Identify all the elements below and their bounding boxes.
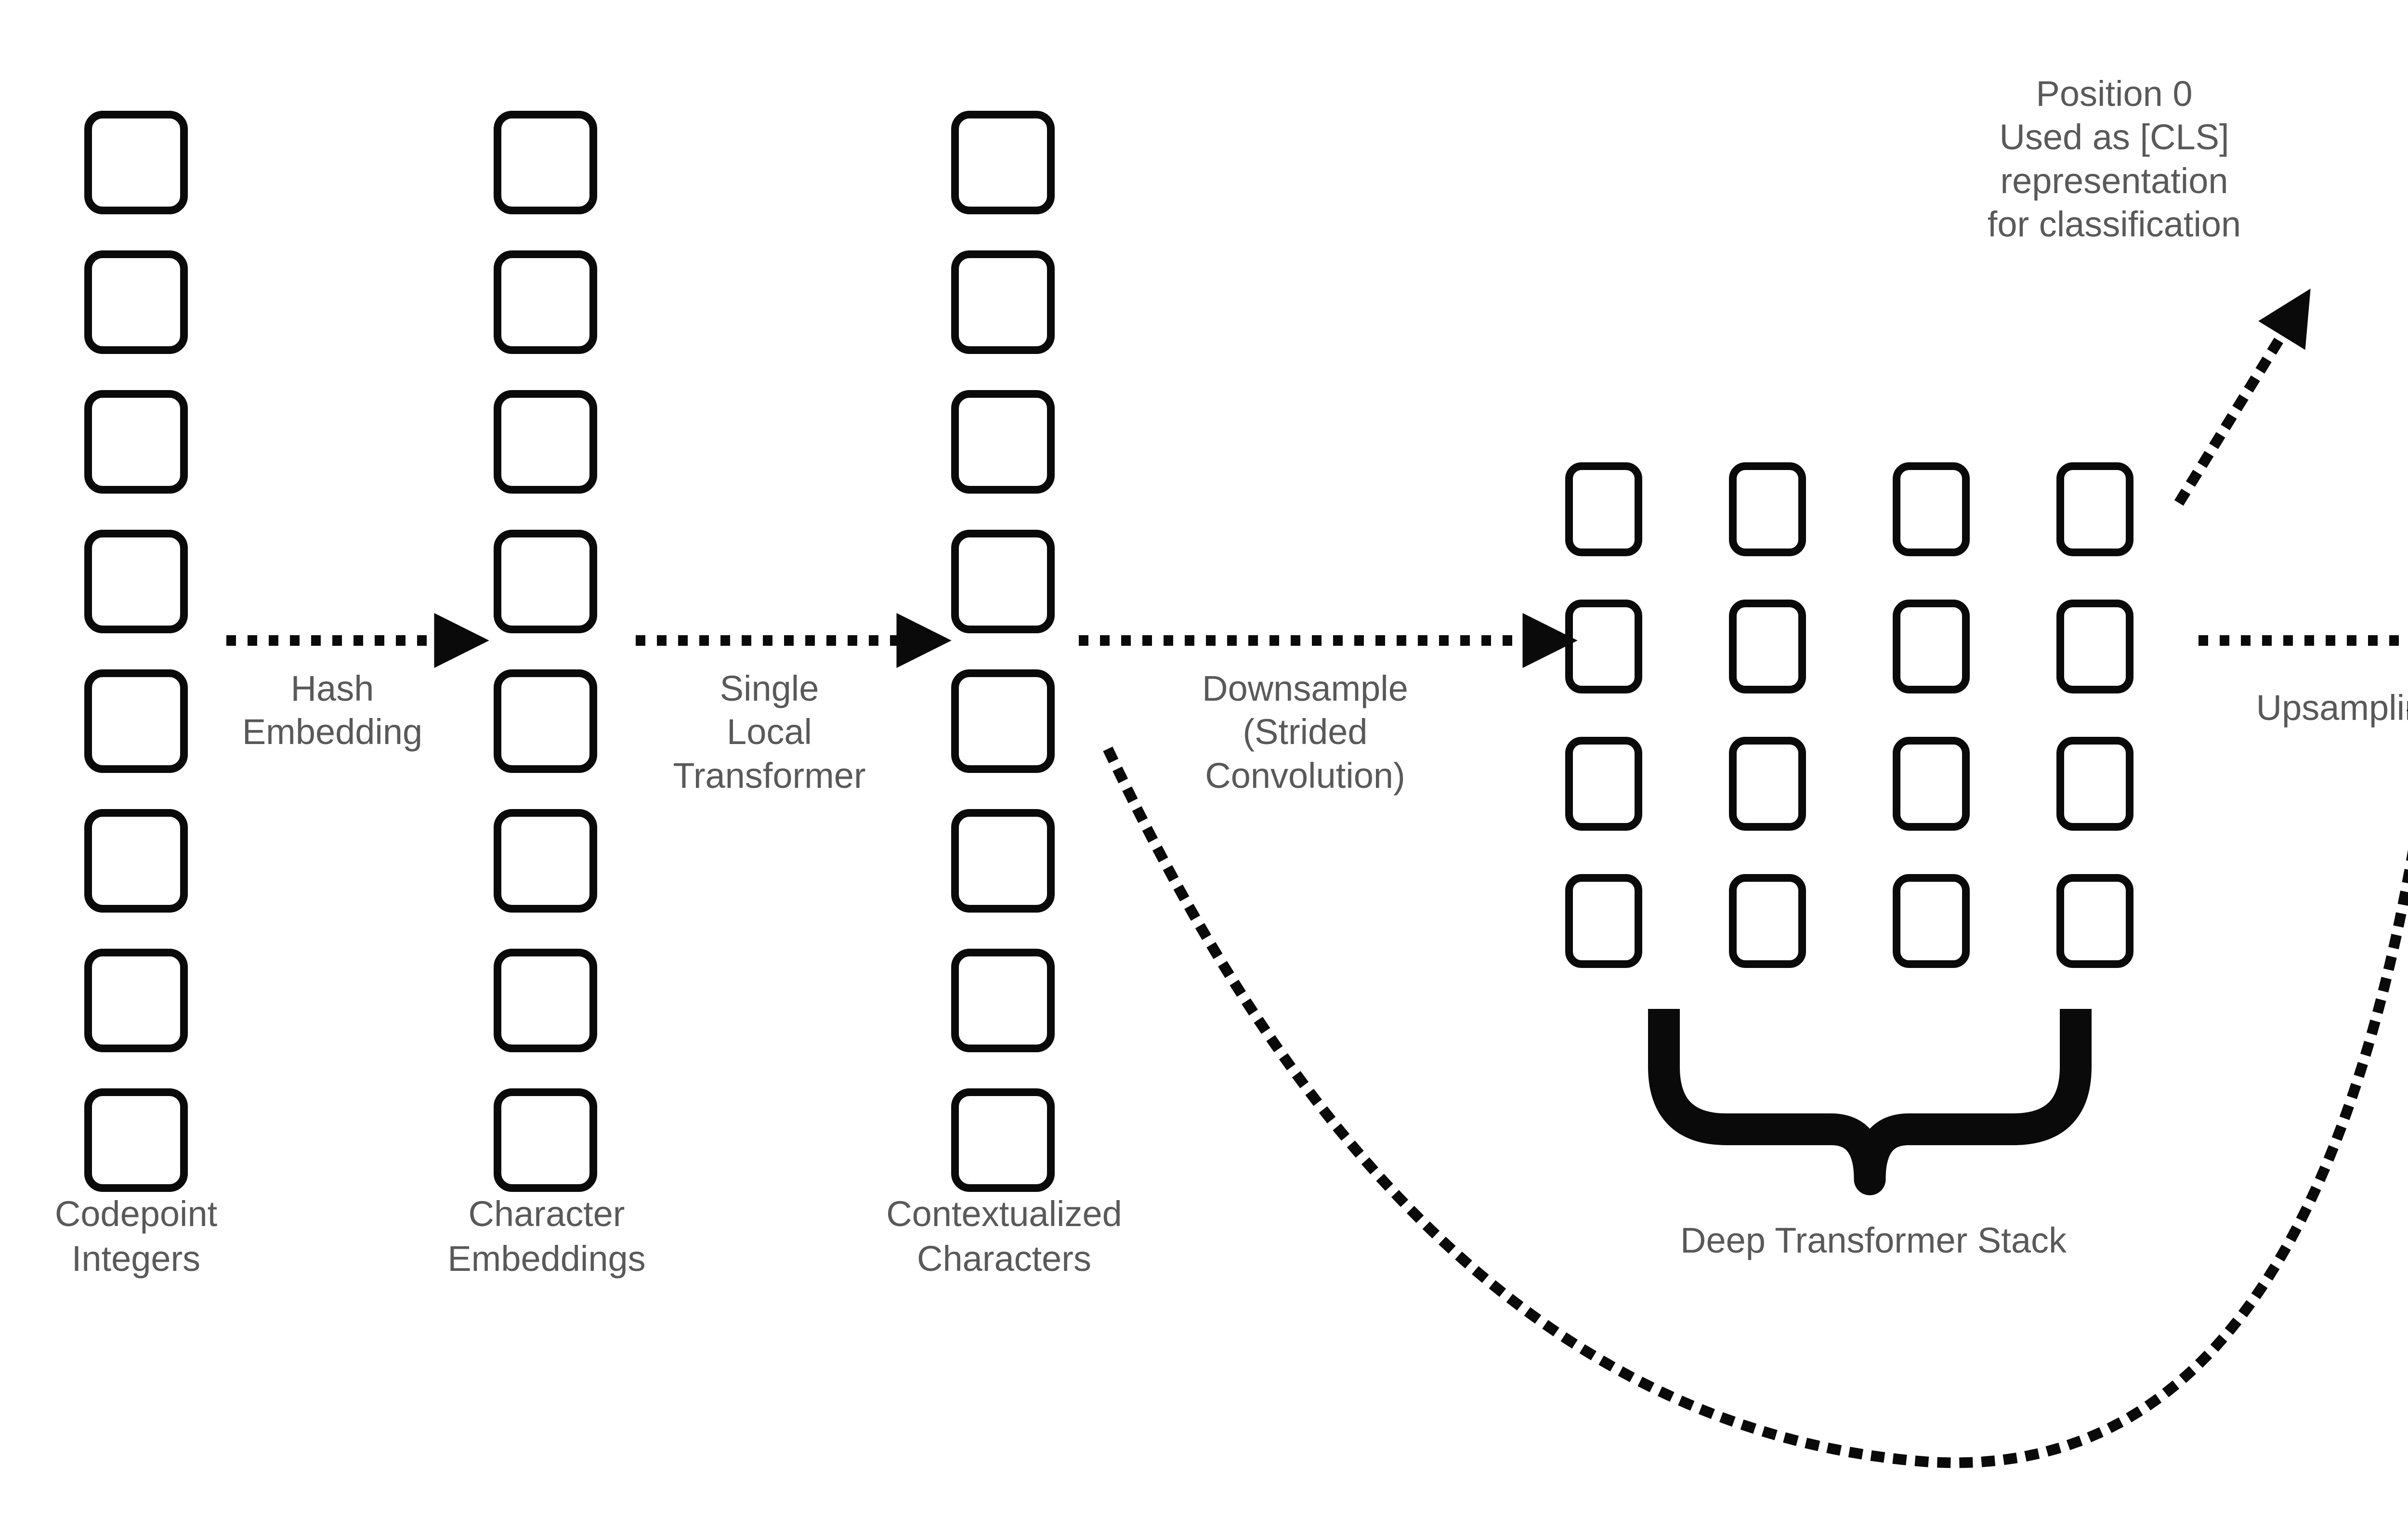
token-box (84, 111, 188, 214)
arrow-label-single-local-transformer: Single Local Transformer (673, 668, 866, 796)
token-box (951, 1088, 1055, 1192)
transformer-cell (1893, 600, 1970, 693)
transformer-cell (2056, 462, 2133, 556)
column-label-contextualized-characters: Contextualized Characters (886, 1194, 1122, 1279)
arrow-label-downsample: Downsample (Strided Convolution) (1202, 668, 1408, 796)
token-box (951, 250, 1055, 354)
cls-pointer-arrow (2174, 288, 2311, 506)
transformer-cell (1893, 737, 1970, 831)
deep-stack-brace (1648, 1009, 2092, 1195)
transformer-cell (1729, 600, 1806, 693)
arrow-label-upsampling: Upsampling (2256, 688, 2408, 728)
token-box (951, 390, 1055, 494)
transformer-cell (1729, 874, 1806, 968)
token-box (84, 809, 188, 913)
token-box (84, 1088, 188, 1192)
token-box (951, 530, 1055, 633)
token-box (494, 809, 597, 913)
transformer-cell (2056, 874, 2133, 968)
token-box (494, 390, 597, 494)
token-box (494, 530, 597, 633)
transformer-cell (1729, 462, 1806, 556)
transformer-cell (1893, 874, 1970, 968)
transformer-cell (1565, 874, 1642, 968)
token-box (494, 949, 597, 1052)
transformer-cell (1565, 600, 1642, 693)
label-deep-transformer-stack: Deep Transformer Stack (1680, 1220, 2067, 1260)
token-box (494, 1088, 597, 1192)
token-box (84, 669, 188, 773)
transformer-cell (1565, 462, 1642, 556)
annotation-position-zero-cls: Position 0 Used as [CLS] representation … (1987, 74, 2241, 244)
transformer-cell (2056, 737, 2133, 831)
token-box (951, 111, 1055, 214)
token-box (494, 111, 597, 214)
token-box (84, 250, 188, 354)
arrow-label-hash-embedding: Hash Embedding (242, 668, 423, 752)
token-box (494, 250, 597, 354)
token-box (951, 809, 1055, 913)
transformer-cell (1565, 737, 1642, 831)
transformer-cell (1893, 462, 1970, 556)
transformer-cell (1729, 737, 1806, 831)
token-box (84, 390, 188, 494)
column-label-character-embeddings: Character Embeddings (447, 1194, 646, 1279)
column-label-codepoint-integers: Codepoint Integers (54, 1194, 218, 1279)
token-box (494, 669, 597, 773)
token-box (84, 530, 188, 633)
transformer-cell (2056, 600, 2133, 693)
token-box (951, 949, 1055, 1052)
token-box (951, 669, 1055, 773)
token-box (84, 949, 188, 1052)
